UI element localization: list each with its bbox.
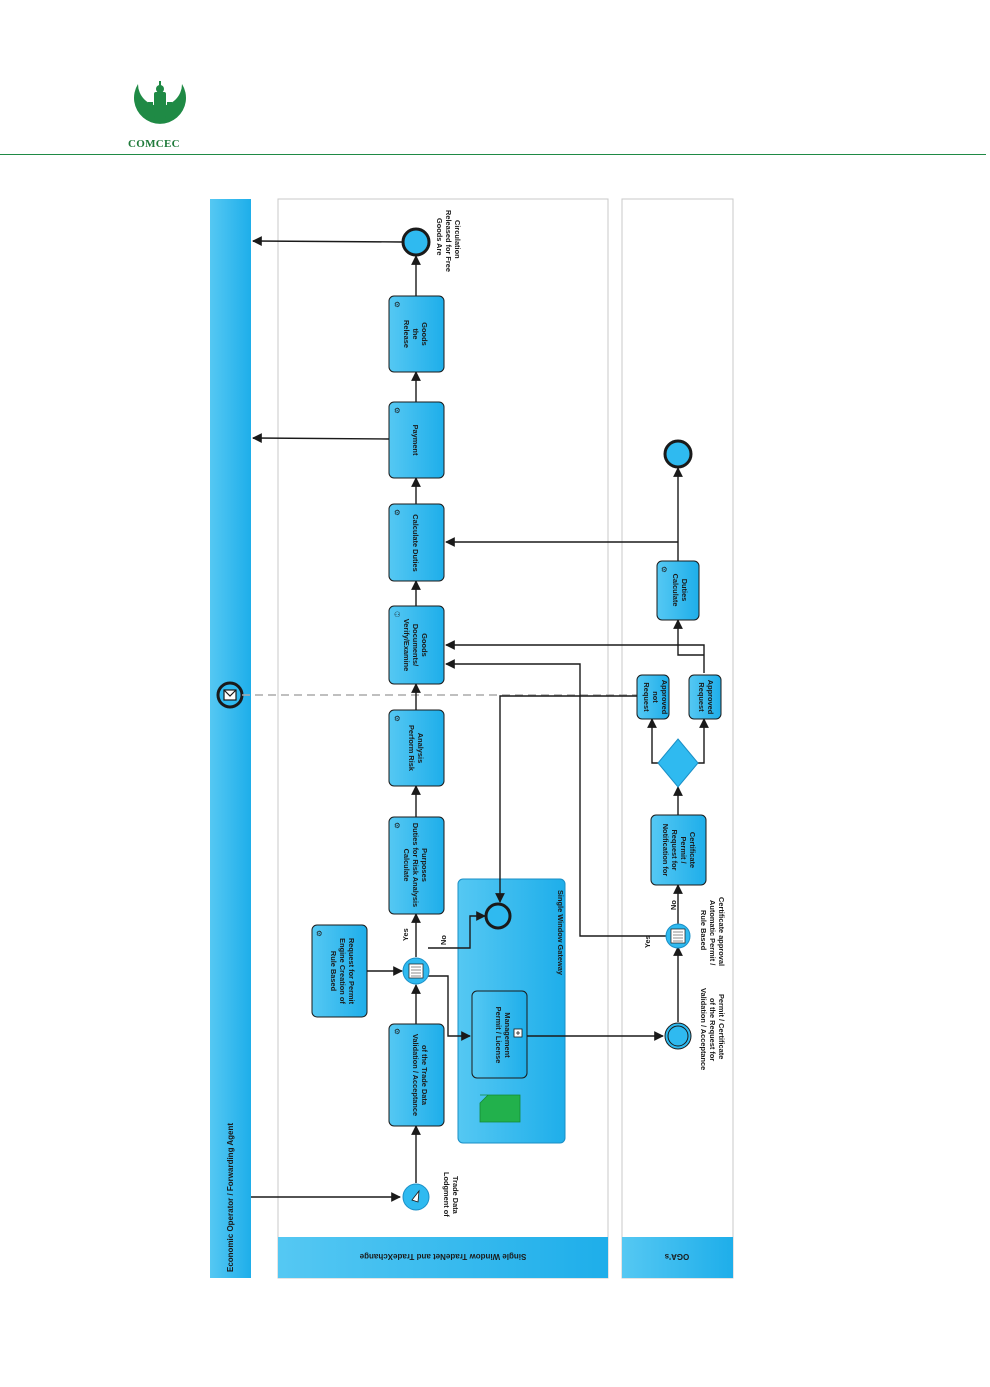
svg-text:Management: Management (503, 1012, 512, 1058)
svg-text:Goods: Goods (420, 633, 429, 656)
oga-rule-label-2: Automatic Permit / (708, 900, 717, 965)
gear-icon: ⚙ (661, 565, 668, 574)
svg-text:Approved: Approved (706, 680, 715, 715)
svg-text:the: the (411, 328, 420, 339)
task-calculate-duties-risk: Calculate Duties for Risk Analysis Purpo… (388, 816, 445, 915)
gear-icon: ⚙ (394, 821, 401, 830)
sequence-flows (251, 236, 709, 1202)
logo-text: COMCEC (128, 138, 180, 150)
task-release-goods: Release the Goods ⚙ (388, 295, 445, 373)
user-icon: ⚇ (394, 610, 401, 619)
lane-single-window-label: Single Window TradeNet and TradeXchange (359, 1252, 526, 1261)
lane-ogas: OGA's (621, 198, 734, 1279)
gear-icon: ⚙ (394, 1027, 401, 1036)
svg-text:Engine Creation of: Engine Creation of (338, 938, 347, 1004)
header-rule (0, 154, 986, 155)
task-perform-risk-analysis: Perform Risk Analysis ⚙ (388, 709, 445, 787)
gear-icon: ⚙ (394, 508, 401, 517)
gateway-yes-top: Yes (401, 928, 410, 941)
comcec-logo (120, 78, 200, 158)
svg-text:Notification for: Notification for (661, 824, 670, 877)
svg-text:Validation / Acceptance: Validation / Acceptance (411, 1034, 420, 1116)
svg-text:Calculate Duties: Calculate Duties (411, 514, 420, 572)
svg-text:Request for Permit: Request for Permit (347, 938, 356, 1005)
oga-validation-label-1: Validation / Acceptance (699, 988, 708, 1070)
gateway-no-top: No (439, 935, 448, 945)
svg-text:Release: Release (402, 320, 411, 348)
task-notification-permit: Notification for Request for Permit / Ce… (650, 814, 707, 886)
goods-released-label-3: Circulation (453, 220, 462, 259)
page-header: COMCEC (0, 0, 990, 160)
data-object-icon (479, 1094, 521, 1123)
goods-released-end-event (401, 227, 431, 257)
task-validation-trade-data: Validation / Acceptance of the Trade Dat… (388, 1023, 445, 1127)
rule-gateway-oga (665, 923, 691, 949)
oga-validation-label-2: of the Request for (708, 998, 717, 1061)
oga-decision-gateway (657, 738, 699, 788)
lane-ogas-label: OGA's (664, 1252, 689, 1261)
svg-text:Payment: Payment (411, 425, 420, 456)
svg-text:Request for: Request for (670, 829, 679, 870)
task-calculate-duties: Calculate Duties ⚙ (388, 503, 445, 582)
lane-economic-operator-label: Economic Operator / Forwarding Agent (226, 1123, 235, 1272)
gear-icon: ⚙ (394, 300, 401, 309)
oga-validation-intermediate-event (664, 1022, 692, 1050)
svg-text:Request: Request (642, 682, 651, 712)
rule-gateway-top (402, 957, 430, 985)
svg-text:Analysis: Analysis (416, 733, 425, 763)
svg-text:Duties for Risk Analysis: Duties for Risk Analysis (411, 823, 420, 907)
svg-text:not: not (651, 691, 660, 703)
task-oga-calculate-duties: Calculate Duties ⚙ (656, 560, 700, 621)
svg-text:Request: Request (697, 682, 706, 712)
svg-text:Rule Based: Rule Based (329, 951, 338, 992)
pool-end-event (484, 902, 512, 930)
goods-released-label-2: Released for Free (444, 210, 453, 272)
task-payment: Payment ⚙ (388, 401, 445, 479)
svg-text:Certificate: Certificate (688, 832, 697, 868)
svg-text:Purposes: Purposes (420, 848, 429, 882)
task-permit-license: Permit / License Management (471, 990, 528, 1079)
svg-text:Calculate: Calculate (402, 849, 411, 882)
svg-text:of the Trade Data: of the Trade Data (420, 1045, 429, 1106)
lane-economic-operator: Economic Operator / Forwarding Agent (210, 199, 251, 1278)
svg-text:Duties: Duties (680, 579, 689, 602)
single-window-gateway-label: Single Window Gateway (556, 890, 565, 976)
svg-text:Calculate: Calculate (671, 574, 680, 607)
lodgment-label-2: Trade Data (451, 1176, 460, 1215)
goods-released-label-1: Goods Are (435, 218, 444, 256)
oga-end-event (663, 439, 693, 469)
oga-rule-label-3: Certificate approval (717, 897, 726, 966)
gateway-no-oga: No (669, 900, 678, 910)
gear-icon: ⚙ (394, 714, 401, 723)
oga-rule-label-1: Rule Based (699, 910, 708, 951)
task-request-approved: Request Approved (688, 674, 722, 720)
lodgment-label-1: Lodgment of (442, 1172, 451, 1217)
svg-text:Verify/Examine: Verify/Examine (402, 619, 411, 672)
svg-text:Documents/: Documents/ (411, 624, 420, 666)
svg-text:Approved: Approved (660, 680, 669, 715)
task-verify-examine: Verify/Examine Documents/ Goods ⚇ (388, 605, 445, 685)
svg-text:Permit / License: Permit / License (494, 1007, 503, 1064)
task-rule-based-engine: Rule Based Engine Creation of Request fo… (311, 924, 368, 1018)
gear-icon: ⚙ (394, 406, 401, 415)
task-request-not-approved: Request not Approved (636, 674, 670, 720)
svg-text:Goods: Goods (420, 322, 429, 345)
gateway-yes-oga: Yes (643, 935, 652, 948)
gear-icon: ⚙ (316, 929, 323, 938)
svg-text:Permit /: Permit / (679, 836, 688, 863)
lodgment-start-event (402, 1183, 430, 1211)
message-event (216, 681, 244, 709)
oga-validation-label-3: Permit / Certificate (717, 994, 726, 1059)
svg-text:Perform Risk: Perform Risk (407, 725, 416, 772)
